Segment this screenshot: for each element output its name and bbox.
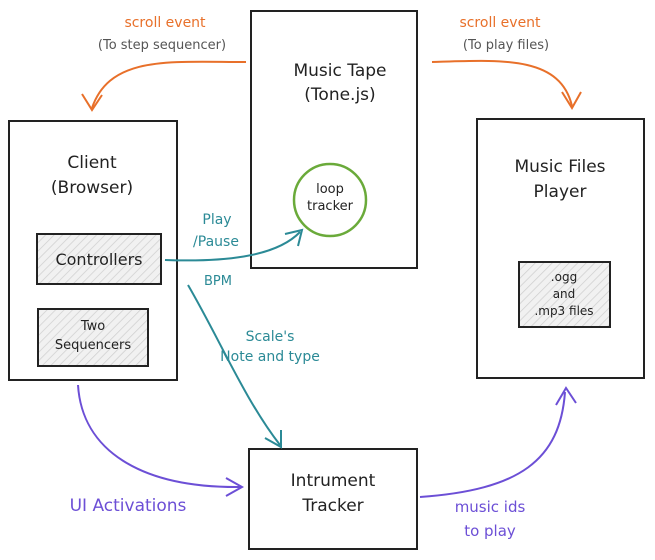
scale-arrow	[187, 284, 282, 449]
sequencers-label-1: Two	[80, 319, 105, 334]
instrument-tracker-subtitle: Tracker	[301, 496, 363, 516]
instrument-tracker-box: Intrument Tracker	[248, 448, 418, 550]
client-subtitle: (Browser)	[51, 178, 133, 198]
files-box: .ogg and .mp3 files	[518, 261, 611, 328]
music-ids-label-2: to play	[464, 522, 516, 540]
scroll-event-right-sublabel: (To play files)	[463, 38, 549, 53]
music-ids-label-1: music ids	[455, 498, 526, 516]
ui-activations-arrow	[77, 384, 245, 497]
music-files-player-subtitle: Player	[534, 182, 587, 202]
music-tape-title: Music Tape	[293, 61, 386, 81]
controllers-box: Controllers	[36, 233, 162, 285]
play-pause-arrow	[164, 228, 304, 262]
play-label: Play	[202, 212, 231, 228]
pause-label: /Pause	[193, 234, 239, 250]
instrument-tracker-title: Intrument	[291, 471, 376, 491]
scale-label-1: Scale's	[246, 329, 295, 345]
scroll-event-left-label: scroll event	[124, 15, 206, 31]
bpm-label: BPM	[204, 274, 232, 289]
ui-activations-label: UI Activations	[70, 496, 187, 516]
scale-label-2: Note and type	[220, 349, 320, 365]
sequencers-label-2: Sequencers	[55, 338, 131, 353]
client-title: Client	[67, 153, 117, 173]
files-label-1: .ogg	[551, 270, 577, 284]
sequencers-box: Two Sequencers	[37, 308, 149, 367]
scroll-event-left-sublabel: (To step sequencer)	[98, 38, 226, 53]
files-label-3: .mp3 files	[534, 304, 593, 318]
loop-tracker-label-1: loop	[316, 182, 344, 197]
music-files-player-title: Music Files	[514, 157, 605, 177]
scroll-event-right-label: scroll event	[459, 15, 541, 31]
scroll-event-left-arrow	[81, 60, 247, 112]
scroll-event-right-arrow	[431, 59, 582, 110]
files-label-2: and	[553, 287, 576, 301]
music-tape-subtitle: (Tone.js)	[304, 85, 375, 105]
loop-tracker-circle: loop tracker	[292, 162, 368, 238]
music-files-player-box: Music Files Player	[476, 118, 645, 379]
music-ids-arrow	[419, 386, 577, 498]
loop-tracker-label-2: tracker	[307, 199, 354, 214]
controllers-label: Controllers	[55, 250, 142, 269]
